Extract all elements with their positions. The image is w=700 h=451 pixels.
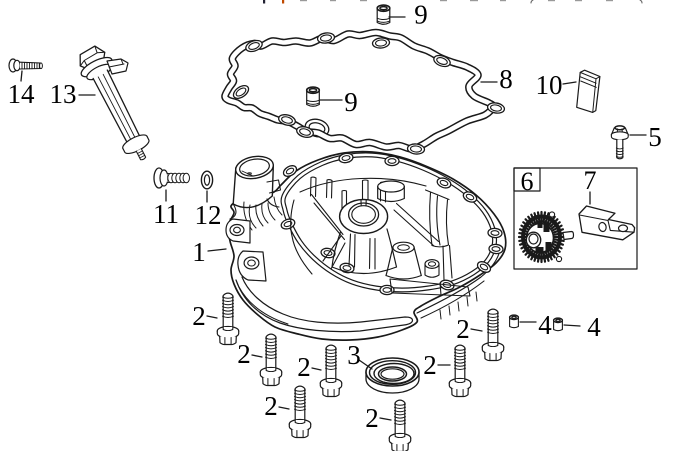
- svg-text:2: 2: [365, 403, 379, 433]
- svg-text:2: 2: [297, 352, 311, 382]
- svg-text:11: 11: [153, 199, 179, 229]
- svg-text:2: 2: [423, 350, 437, 380]
- svg-text:4: 4: [538, 310, 552, 340]
- svg-text:9: 9: [344, 87, 358, 117]
- svg-text:2: 2: [237, 339, 251, 369]
- svg-text:4: 4: [587, 312, 601, 342]
- svg-text:2: 2: [192, 301, 206, 331]
- svg-text:10: 10: [536, 70, 563, 100]
- svg-text:6: 6: [521, 167, 534, 196]
- svg-text:2: 2: [456, 314, 470, 344]
- svg-text:1: 1: [192, 237, 206, 267]
- svg-text:9: 9: [414, 0, 428, 30]
- svg-text:3: 3: [347, 340, 361, 370]
- svg-text:14: 14: [8, 79, 36, 109]
- svg-text:5: 5: [648, 122, 662, 152]
- svg-text:13: 13: [50, 79, 77, 109]
- svg-text:2: 2: [264, 391, 278, 421]
- svg-text:8: 8: [499, 64, 513, 94]
- svg-text:7: 7: [584, 166, 597, 195]
- svg-text:12: 12: [195, 200, 222, 230]
